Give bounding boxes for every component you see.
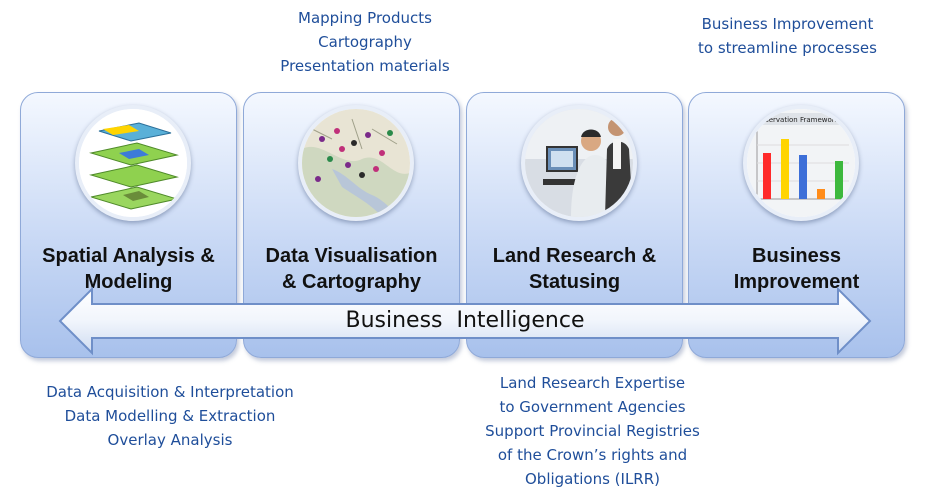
card-title-line: & Cartography (282, 271, 421, 293)
chart-bar (798, 155, 807, 199)
note-line: Data Modelling & Extraction (64, 407, 276, 425)
note-line: Overlay Analysis (107, 431, 233, 449)
card-title-line: Improvement (733, 271, 860, 293)
note-line: Support Provincial Registries (485, 422, 700, 440)
dot-map-icon (297, 105, 414, 221)
note-line: Mapping Products (298, 9, 432, 27)
arrow-label: Business Intelligence (345, 308, 585, 333)
note-line: to streamline processes (698, 39, 877, 57)
note-line: Obligations (ILRR) (524, 470, 661, 488)
note-line: of the Crown’s rights and (497, 446, 688, 464)
business-top-note: Business Improvement to streamline proce… (680, 12, 895, 60)
layered-map-icon (74, 105, 191, 221)
chart-bar (834, 161, 843, 199)
researchers-photo-icon (520, 105, 637, 221)
spatial-bottom-note: Data Acquisition & Interpretation Data M… (20, 380, 320, 452)
chart-bar (780, 139, 789, 199)
land-bottom-note: Land Research Expertise to Government Ag… (460, 371, 725, 491)
card-title: Spatial Analysis & Modeling (21, 243, 236, 295)
card-title-line: Land Research & (492, 245, 657, 267)
note-line: Presentation materials (280, 57, 450, 75)
chart-title: Conservation Framework Up (751, 116, 851, 124)
note-line: Cartography (318, 33, 412, 51)
card-title: Business Improvement (689, 243, 904, 295)
card-title: Land Research & Statusing (467, 243, 682, 295)
chart-bar (816, 189, 825, 199)
note-line: Land Research Expertise (499, 374, 686, 392)
card-title-line: Modeling (84, 271, 173, 293)
chart-bar (762, 153, 771, 199)
note-line: Business Improvement (701, 15, 874, 33)
data-vis-top-note: Mapping Products Cartography Presentatio… (250, 6, 480, 78)
card-title: Data Visualisation & Cartography (244, 243, 459, 295)
note-line: Data Acquisition & Interpretation (46, 383, 294, 401)
card-title-line: Statusing (528, 271, 621, 293)
card-title-line: Spatial Analysis & (42, 245, 215, 267)
card-title-line: Data Visualisation (265, 245, 438, 267)
card-title-line: Business (752, 245, 841, 267)
bar-chart-icon: Conservation Framework Up (742, 105, 859, 221)
note-line: to Government Agencies (499, 398, 686, 416)
